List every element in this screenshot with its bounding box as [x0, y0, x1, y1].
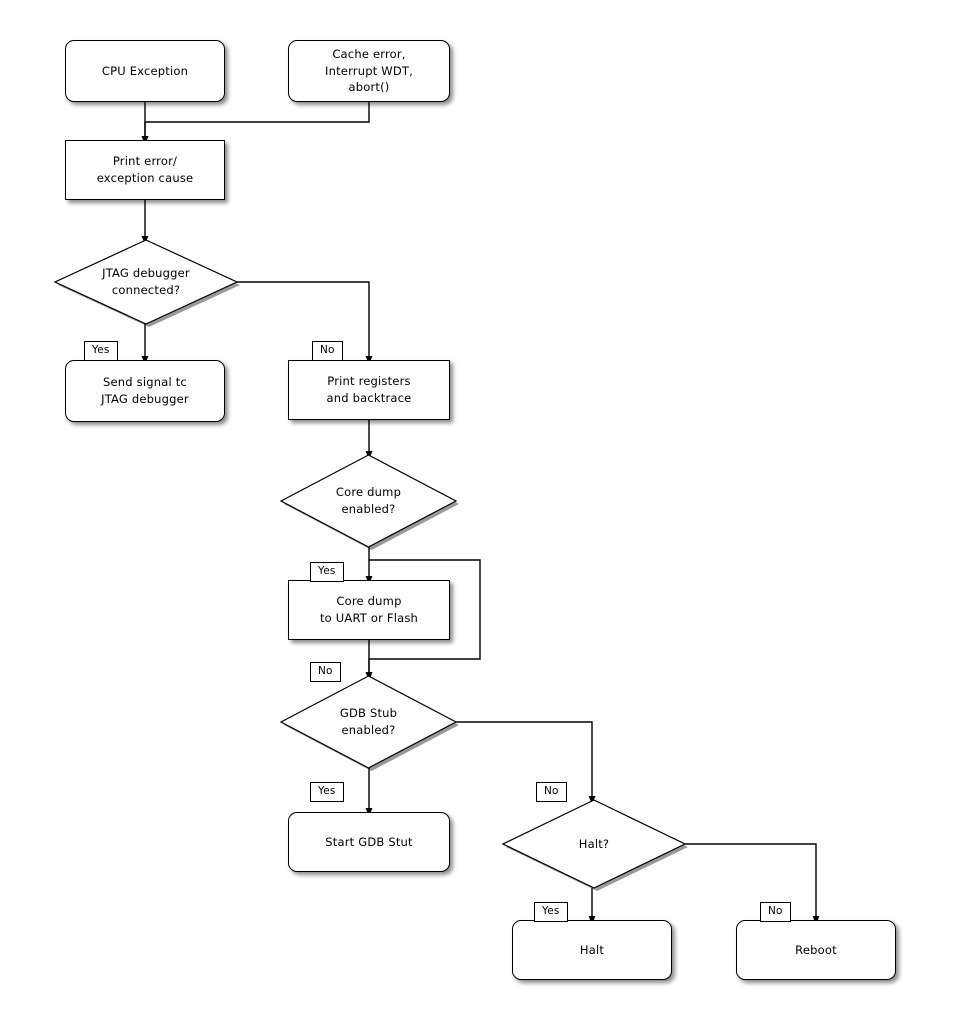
node-label: CPU Exception: [101, 63, 189, 78]
edge-label-halt_yes: Yes: [534, 902, 568, 922]
node-label: Core dump to UART or Flash: [319, 594, 419, 625]
node-label: Start GDB Stut: [325, 834, 413, 849]
edge-label-coredump_no: No: [310, 662, 341, 682]
node-send_signal: Send signal tc JTAG debugger: [65, 360, 225, 422]
node-label: Halt: [579, 942, 605, 957]
node-core_dump: Core dump to UART or Flash: [288, 580, 450, 640]
edge-label-jtag_no: No: [312, 341, 343, 361]
diamond-shape: [279, 675, 458, 769]
node-reboot: Reboot: [736, 920, 896, 980]
node-print_registers: Print registers and backtrace: [288, 360, 450, 420]
node-start_gdb_stub: Start GDB Stut: [288, 812, 450, 872]
edge-label-gdbstub_no: No: [536, 782, 567, 802]
edge-jtag-no-to-registers: [237, 281, 373, 365]
node-core_dump_check: Core dump enabled?: [279, 454, 459, 550]
edge-label-jtag_yes: Yes: [84, 341, 118, 361]
edge-label-halt_no: No: [760, 902, 791, 922]
node-label: Print error/ exception cause: [96, 154, 194, 185]
edge-label-coredump_yes: Yes: [310, 562, 344, 582]
node-cpu_exception: CPU Exception: [65, 40, 225, 102]
edge-label-gdbstub_yes: Yes: [310, 782, 344, 802]
node-label: Print registers and backtrace: [326, 374, 412, 405]
edge-gdb-no-to-halt-check: [456, 721, 596, 805]
node-print_error: Print error/ exception cause: [65, 140, 225, 200]
edge-cache-to-print: [141, 102, 370, 145]
node-cache_error: Cache error, Interrupt WDT, abort(): [288, 40, 450, 102]
node-label: Send signal tc JTAG debugger: [101, 375, 189, 406]
diamond-shape: [279, 454, 458, 548]
diamond-shape: [53, 239, 239, 325]
node-halt_check: Halt?: [501, 799, 688, 891]
node-gdb_stub_check: GDB Stub enabled?: [279, 675, 459, 771]
node-halt: Halt: [512, 920, 672, 980]
node-jtag_check: JTAG debugger connected?: [53, 239, 240, 327]
node-label: Cache error, Interrupt WDT, abort(): [325, 46, 413, 95]
edge-halt-no-to-reboot: [685, 843, 820, 925]
node-label: Reboot: [795, 942, 837, 957]
diamond-shape: [501, 799, 687, 889]
